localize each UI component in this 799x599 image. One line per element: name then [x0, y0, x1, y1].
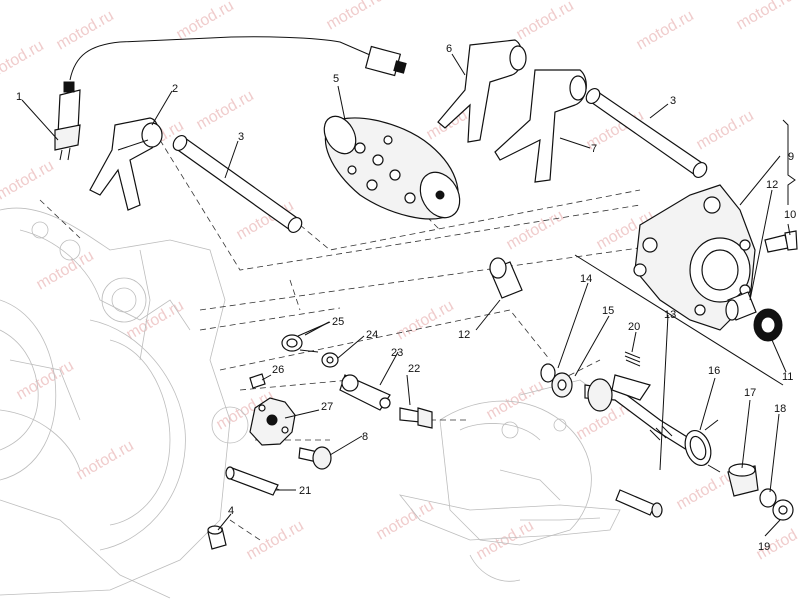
washer-15 [551, 372, 573, 398]
callout-12: 12 [458, 329, 470, 341]
callout-12: 12 [766, 179, 778, 191]
watermark-text: motod.ru [14, 357, 77, 403]
watermark-text: motod.ru [374, 497, 437, 543]
callout-24: 24 [366, 329, 378, 341]
callout-14: 14 [580, 273, 592, 285]
bushing-right [725, 291, 757, 321]
callout-11: 11 [782, 371, 793, 383]
watermark-text: motod.ru [244, 517, 307, 563]
watermark-text: motod.ru [734, 0, 797, 33]
fork-rod-right [585, 87, 708, 179]
callout-21: 21 [299, 485, 311, 497]
gearshift-shaft [584, 374, 701, 456]
callout-6: 6 [446, 43, 452, 55]
shift-arm [339, 374, 391, 411]
washer-19 [772, 499, 794, 521]
callout-3: 3 [670, 95, 676, 107]
watermark-text: motod.ru [0, 157, 57, 203]
watermark-text: motod.ru [54, 7, 117, 53]
bolt-22 [399, 407, 433, 429]
callout-5: 5 [333, 73, 339, 85]
callout-27: 27 [321, 401, 333, 413]
watermark-text: motod.ru [194, 87, 257, 133]
crankcase-outline [0, 207, 249, 599]
callout-10: 10 [784, 209, 796, 221]
watermark-text: motod.ru [694, 107, 757, 153]
shift-bracket-outline [398, 379, 621, 582]
callout-13: 13 [664, 309, 676, 321]
watermark-text: motod.ru [74, 437, 137, 483]
return-spring [281, 321, 331, 353]
callout-23: 23 [391, 347, 403, 359]
callout-16: 16 [708, 365, 720, 377]
selector-cover [633, 184, 756, 331]
circlip-14 [540, 363, 556, 383]
bushing-middle [489, 257, 523, 299]
fork-rod-left [172, 134, 303, 234]
watermark-text: motod.ru [0, 37, 47, 83]
watermark-text: motod.ru [34, 247, 97, 293]
watermark-text: motod.ru [634, 7, 697, 53]
callout-15: 15 [602, 305, 614, 317]
callout-2: 2 [172, 83, 178, 95]
group-bracket [574, 119, 796, 386]
shift-fork-left [89, 117, 163, 211]
screw-8 [298, 446, 332, 470]
callout-8: 8 [362, 431, 368, 443]
cup-17 [727, 463, 759, 497]
callout-labels: 1 2 3 3 4 5 6 7 8 9 10 11 12 12 13 14 15… [16, 43, 796, 553]
spring-20 [624, 351, 641, 367]
leader-lines [21, 53, 791, 537]
neutral-sensor [54, 36, 407, 161]
watermark-text: motod.ru [674, 467, 737, 513]
watermark-text: motod.ru [504, 207, 567, 253]
washer-24 [321, 352, 339, 368]
cover-bolt [764, 230, 798, 253]
watermark-text: motod.ru [394, 297, 457, 343]
watermark-text: motod.ru [514, 0, 577, 43]
watermark-text: motod.ru [484, 377, 547, 423]
spring-16 [684, 419, 721, 473]
callout-7: 7 [591, 143, 597, 155]
callout-18: 18 [774, 403, 786, 415]
oil-seal [753, 308, 783, 342]
callout-1: 1 [16, 91, 22, 103]
shift-fork-6 [437, 39, 527, 143]
dowel-21 [225, 466, 279, 496]
washer-18 [759, 488, 777, 508]
callout-20: 20 [628, 321, 640, 333]
callout-19: 19 [758, 541, 770, 553]
callout-17: 17 [744, 387, 756, 399]
callout-4: 4 [228, 505, 234, 517]
shift-fork-7 [494, 69, 587, 183]
callout-25: 25 [332, 316, 344, 328]
star-index-wheel [249, 397, 296, 446]
pedal-bolt [615, 489, 663, 518]
callout-26: 26 [272, 364, 284, 376]
callout-3: 3 [238, 131, 244, 143]
callout-9: 9 [788, 151, 794, 163]
pin-26 [249, 373, 266, 389]
callout-22: 22 [408, 363, 420, 375]
watermark-text: motod.ru [324, 0, 387, 33]
selector-drum [323, 115, 461, 220]
bush-4 [207, 525, 227, 550]
